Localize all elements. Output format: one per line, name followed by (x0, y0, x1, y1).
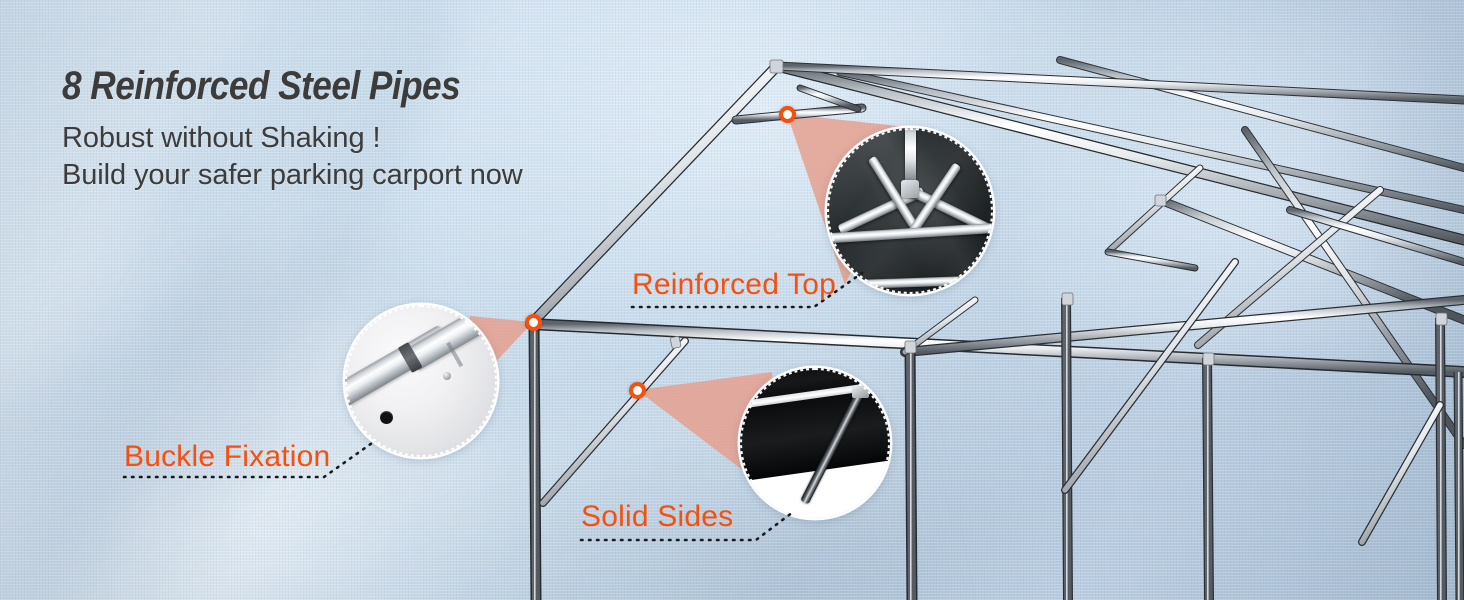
frame-vertical-posts (528, 297, 1464, 600)
buckle-rivet (443, 372, 451, 380)
subheadline-line-1: Robust without Shaking ! (62, 122, 381, 154)
label-text: Solid Sides (581, 500, 734, 533)
frame-rear-rafters (836, 56, 1464, 214)
callout-label-buckle-fixation: Buckle Fixation (124, 440, 330, 474)
truss-joint-node (901, 180, 919, 198)
leader-buckle-fixation (122, 441, 374, 479)
side-panel-brace-cap (852, 386, 869, 398)
leader-solid-sides (579, 510, 795, 542)
frame-wall-braces (539, 258, 1444, 546)
magnifier-solid-sides (740, 368, 890, 518)
buckle-pin-hole (380, 411, 393, 424)
magnifier-reinforced-top (827, 128, 993, 294)
anchor-dot-reinforced-top (779, 106, 796, 123)
label-text: Buckle Fixation (124, 440, 331, 473)
subheadline-line-2: Build your safer parking carport now (62, 159, 523, 192)
buckle-rivet (345, 433, 351, 441)
page-title: 8 Reinforced Steel Pipes (62, 64, 461, 108)
truss-bar-vertical (905, 128, 916, 184)
anchor-dot-buckle-fixation (525, 314, 542, 331)
magnifier-buckle-fixation (345, 305, 497, 457)
headline-block: 8 Reinforced Steel Pipes Robust without … (62, 66, 523, 194)
subheadline-block: Robust without Shaking ! Build your safe… (62, 120, 523, 194)
label-text: Reinforced Top (632, 268, 837, 301)
callout-label-solid-sides: Solid Sides (581, 500, 733, 534)
callout-label-reinforced-top: Reinforced Top (632, 268, 836, 302)
frame-joint-collars (670, 59, 1448, 366)
anchor-dot-solid-sides (629, 382, 646, 399)
